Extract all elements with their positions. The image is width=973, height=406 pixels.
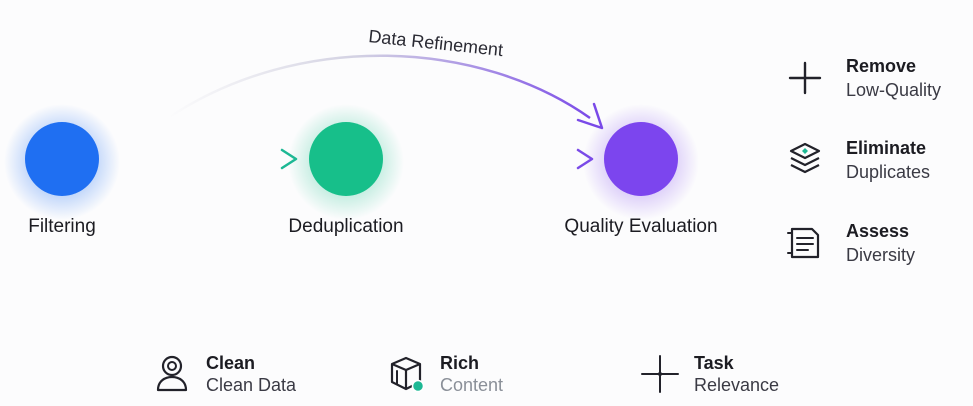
- crosshair-icon: [640, 354, 680, 394]
- bottom-item-title: Rich: [440, 353, 480, 373]
- side-item-assess: Assess Diversity: [784, 219, 915, 267]
- user-icon: [152, 354, 192, 394]
- side-item-title: Assess: [846, 221, 910, 241]
- bottom-item-subtitle: Content: [440, 375, 504, 395]
- label-filtering: Filtering: [28, 216, 96, 237]
- document-icon: [784, 222, 826, 264]
- node-filtering: [25, 122, 99, 196]
- bottom-item-title: Clean: [206, 353, 256, 373]
- bottom-item-title: Task: [694, 353, 734, 373]
- node-quality-evaluation: [604, 122, 678, 196]
- bottom-item-clean: Clean Clean Data: [152, 352, 296, 396]
- bottom-item-task: Task Relevance: [640, 352, 779, 396]
- side-item-title: Remove: [846, 56, 917, 76]
- side-item-subtitle: Duplicates: [846, 162, 931, 182]
- label-deduplication: Deduplication: [288, 216, 404, 237]
- plus-icon: [784, 57, 826, 99]
- side-item-subtitle: Diversity: [846, 245, 916, 265]
- side-item-title: Eliminate: [846, 138, 927, 158]
- box-icon: [386, 354, 426, 394]
- layers-icon: [784, 139, 826, 181]
- refinement-arc: [167, 54, 591, 120]
- side-item-subtitle: Low-Quality: [846, 80, 942, 100]
- label-quality-evaluation: Quality Evaluation: [564, 216, 718, 237]
- bottom-item-rich: Rich Content: [386, 352, 503, 396]
- side-item-eliminate: Eliminate Duplicates: [784, 136, 930, 184]
- bottom-item-subtitle: Relevance: [694, 375, 780, 395]
- node-deduplication: [309, 122, 383, 196]
- bottom-item-subtitle: Clean Data: [206, 375, 297, 395]
- side-item-remove: Remove Low-Quality: [784, 54, 941, 102]
